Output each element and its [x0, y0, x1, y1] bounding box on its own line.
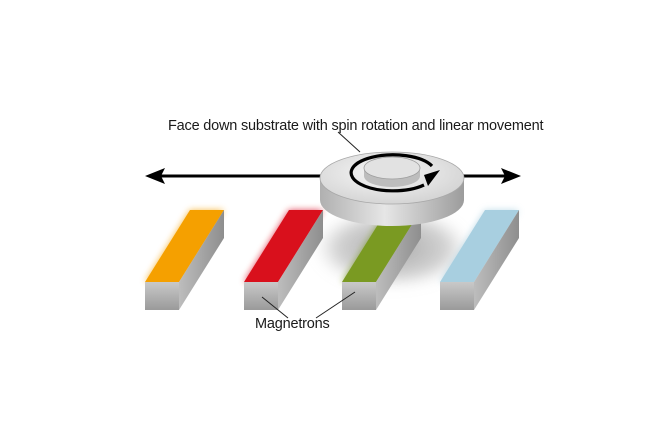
substrate-leader-line [337, 131, 361, 153]
magnetron-4-side [474, 210, 519, 310]
magnetron-1-side [179, 210, 224, 310]
arrow-right-head [501, 168, 521, 184]
magnetron-leader-line-2 [315, 291, 356, 319]
substrate-disk [319, 151, 465, 226]
magnetrons-label: Magnetrons [255, 316, 330, 332]
magnetron-2 [244, 210, 323, 310]
magnetron-leader-line-1 [261, 296, 289, 319]
substrate-hub-top [363, 156, 421, 180]
magnetron-2-side [278, 210, 323, 310]
arrow-left-head [145, 168, 165, 184]
leader-lines [261, 131, 361, 319]
magnetron-3-front [342, 282, 376, 310]
magnetron-4 [440, 210, 519, 310]
magnetron-1 [145, 210, 224, 310]
magnetron-4-target [440, 210, 519, 282]
magnetron-3 [342, 210, 421, 310]
magnetron-1-front [145, 282, 179, 310]
spin-arrow-head [424, 170, 440, 186]
spin-rotation-arrow [349, 153, 440, 193]
magnetron-3-side [376, 210, 421, 310]
magnetron-1-target [145, 210, 224, 282]
magnetron-2-target [244, 210, 323, 282]
magnetron-4-front [440, 282, 474, 310]
substrate-label: Face down substrate with spin rotation a… [168, 118, 544, 134]
magnetron-3-target [342, 210, 421, 282]
